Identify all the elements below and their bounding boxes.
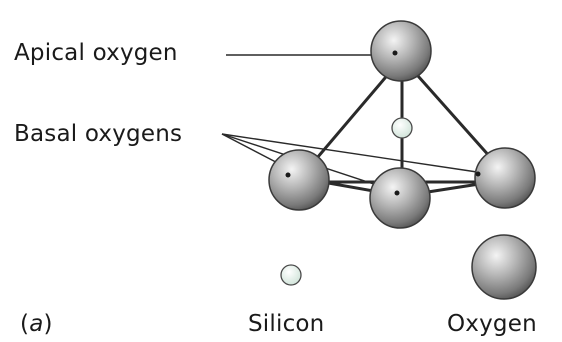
apical-oxygen-atom bbox=[370, 20, 432, 82]
basal-leader-line-3 bbox=[221, 133, 478, 173]
basal-oxygen-atom-right bbox=[474, 147, 536, 209]
panel-label: (a) bbox=[20, 311, 53, 337]
central-silicon-atom bbox=[391, 117, 413, 139]
legend-oxygen-label: Oxygen bbox=[447, 311, 537, 337]
vertex-dots bbox=[285, 50, 481, 196]
basal-oxygen-atom-left bbox=[268, 149, 330, 211]
legend-silicon-label: Silicon bbox=[248, 311, 325, 337]
legend-oxygen-symbol bbox=[471, 234, 537, 300]
basal-oxygen-atom-front bbox=[369, 167, 431, 229]
basal-oxygens-label: Basal oxygens bbox=[14, 121, 183, 147]
apical-oxygen-label: Apical oxygen bbox=[14, 40, 178, 66]
legend-silicon-symbol bbox=[280, 264, 302, 286]
